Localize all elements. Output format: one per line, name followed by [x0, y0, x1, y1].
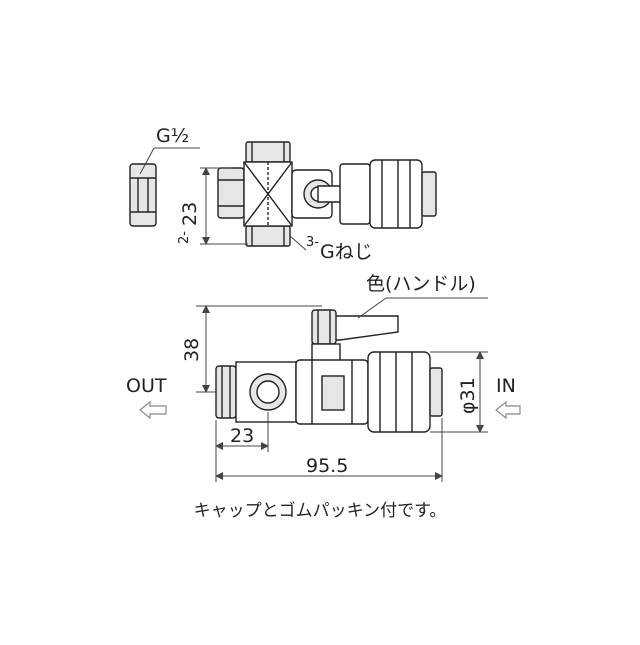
dim-top-prefix: 2-	[177, 231, 192, 244]
dim-top-value: 23	[179, 202, 201, 226]
top-view-dims	[139, 147, 307, 251]
caption: キャップとゴムパッキン付です。	[194, 500, 447, 521]
in-label: IN	[496, 375, 516, 397]
handle	[311, 309, 399, 345]
thread-g-label: G½	[156, 125, 189, 147]
outlet	[215, 361, 297, 423]
valve-top	[291, 159, 437, 229]
top-view	[129, 141, 437, 247]
handle-color-label: 色(ハンドル)	[366, 273, 476, 295]
dim-phi31: φ31	[457, 377, 479, 414]
cap-part	[129, 163, 157, 227]
out-arrow	[139, 400, 167, 420]
front-view	[215, 309, 443, 433]
in-arrow	[495, 400, 521, 420]
cross-body	[217, 141, 293, 247]
thread-3-label: Gねじ	[320, 241, 373, 263]
dim-95-5: 95.5	[306, 455, 348, 477]
front-view-dims	[196, 297, 488, 482]
valve-body	[295, 359, 369, 425]
dim-38: 38	[181, 338, 203, 362]
thread-3-prefix: 3-	[306, 235, 319, 250]
inlet-nut	[367, 351, 443, 433]
out-label: OUT	[126, 375, 167, 397]
dim-23: 23	[230, 425, 254, 447]
